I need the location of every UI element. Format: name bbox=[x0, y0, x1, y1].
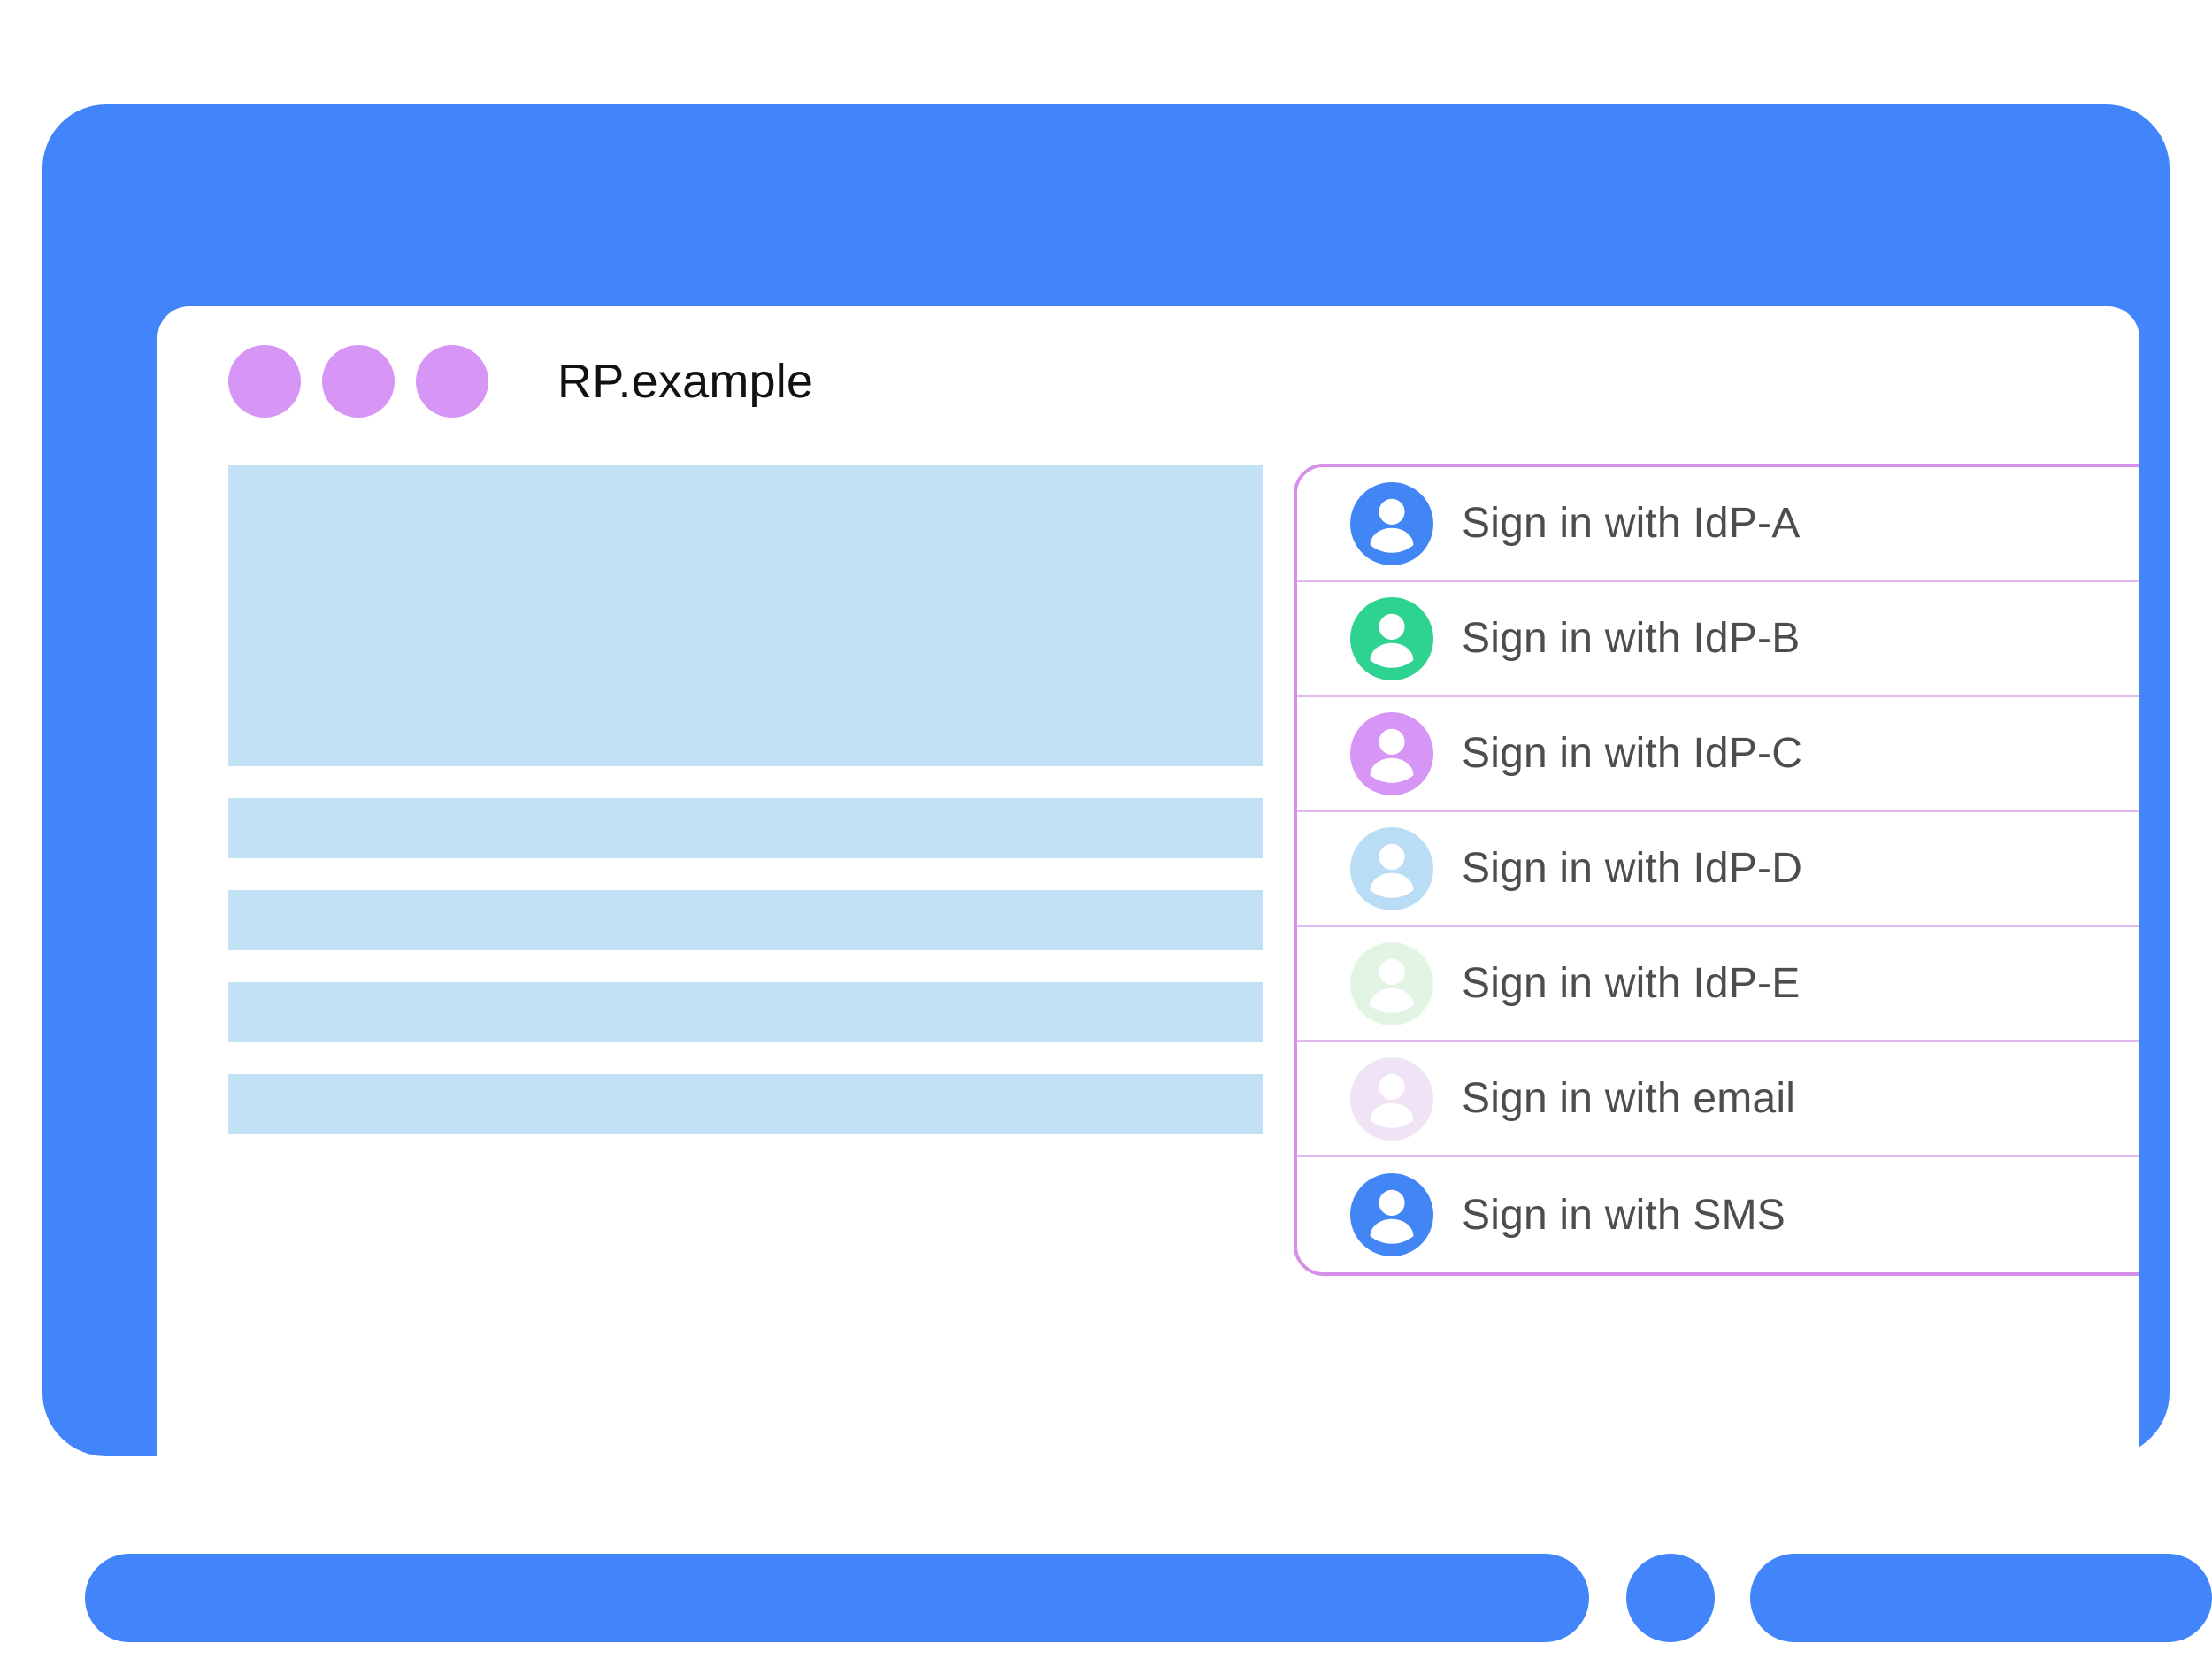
content-placeholders bbox=[228, 465, 1263, 1166]
account-avatar-icon bbox=[1350, 1056, 1433, 1141]
signin-option-label: Sign in with IdP-C bbox=[1462, 730, 1803, 777]
content-placeholder-hero bbox=[228, 465, 1263, 766]
account-avatar-icon bbox=[1350, 481, 1433, 565]
signin-option-label: Sign in with IdP-D bbox=[1462, 845, 1803, 892]
content-placeholder-bar-2 bbox=[228, 890, 1263, 950]
signin-option-row[interactable]: Sign in with email bbox=[1297, 1042, 2139, 1157]
page-title: RP.example bbox=[557, 355, 814, 408]
window-dot-3[interactable] bbox=[416, 345, 488, 418]
signin-option-row[interactable]: Sign in with IdP-A bbox=[1297, 467, 2139, 582]
window-dot-1[interactable] bbox=[228, 345, 301, 418]
window-dot-2[interactable] bbox=[322, 345, 395, 418]
signin-option-row[interactable]: Sign in with SMS bbox=[1297, 1157, 2139, 1272]
content-placeholder-bar-1 bbox=[228, 798, 1263, 858]
device-bezel-bar-left bbox=[85, 1554, 1589, 1642]
signin-account-chooser-dialog: Sign in with IdP-A Sign in with IdP-B Sign… bbox=[1294, 464, 2139, 1276]
account-avatar-icon bbox=[1350, 596, 1433, 680]
signin-option-row[interactable]: Sign in with IdP-E bbox=[1297, 927, 2139, 1042]
device-bezel-bar-right bbox=[1750, 1554, 2212, 1642]
signin-option-label: Sign in with IdP-E bbox=[1462, 960, 1801, 1007]
signin-option-label: Sign in with email bbox=[1462, 1075, 1796, 1122]
signin-option-label: Sign in with SMS bbox=[1462, 1191, 1786, 1239]
window-titlebar: RP.example bbox=[157, 306, 2139, 457]
signin-option-row[interactable]: Sign in with IdP-D bbox=[1297, 812, 2139, 927]
signin-option-label: Sign in with IdP-B bbox=[1462, 615, 1801, 662]
content-placeholder-bar-3 bbox=[228, 982, 1263, 1042]
content-placeholder-bar-4 bbox=[228, 1074, 1263, 1134]
account-avatar-icon bbox=[1350, 941, 1433, 1025]
account-avatar-icon bbox=[1350, 1173, 1433, 1256]
signin-option-row[interactable]: Sign in with IdP-B bbox=[1297, 582, 2139, 697]
account-avatar-icon bbox=[1350, 826, 1433, 910]
signin-option-row[interactable]: Sign in with IdP-C bbox=[1297, 697, 2139, 812]
signin-option-label: Sign in with IdP-A bbox=[1462, 500, 1801, 547]
device-home-button[interactable] bbox=[1626, 1554, 1715, 1642]
account-avatar-icon bbox=[1350, 711, 1433, 795]
